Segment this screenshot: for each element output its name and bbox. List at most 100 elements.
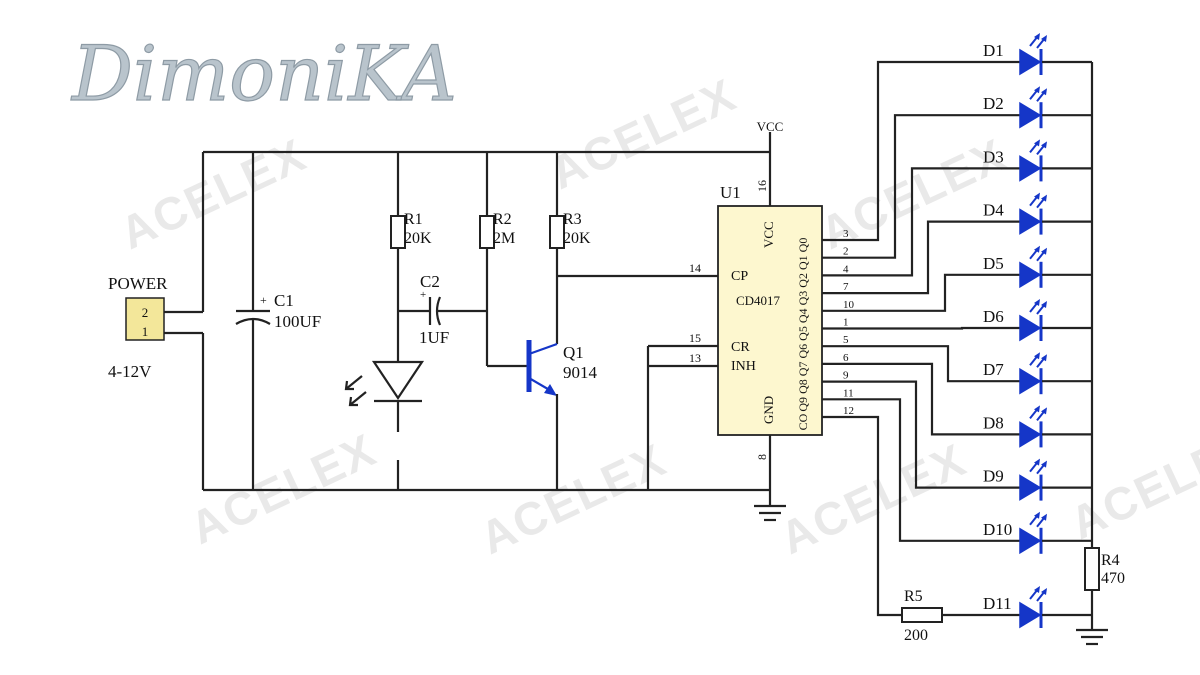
led-label: D7 [983, 360, 1004, 379]
led-emission-arrowhead [1034, 192, 1040, 200]
output-trace [822, 167, 1020, 277]
watermark-text: ACELEX [772, 433, 974, 564]
watermark-text: ACELEX [542, 68, 744, 199]
led-label: D5 [983, 254, 1004, 273]
u1-gnd-label: GND [761, 396, 776, 424]
led-emission-arrowhead [1034, 86, 1040, 94]
u1-name: U1 [720, 183, 741, 202]
output-trace [822, 345, 1020, 383]
u1-output-pin: 1 [843, 317, 849, 329]
led-label: D11 [983, 594, 1012, 613]
led-label: D1 [983, 41, 1004, 60]
r1-value: 20K [404, 230, 432, 247]
u1-vcc-label: VCC [761, 221, 776, 248]
led-symbol [1019, 474, 1042, 501]
led-emission-arrowhead [1041, 141, 1047, 149]
u1-output-label: Q4 [796, 308, 810, 323]
c2-name: C2 [420, 272, 440, 291]
led-emission-arrowhead [1041, 354, 1047, 362]
led-emission-arrowhead [1034, 299, 1040, 306]
c2-value: 1UF [419, 328, 449, 347]
u1-output-pin: 3 [843, 228, 849, 240]
led-label: D3 [983, 147, 1004, 166]
c1-value: 100UF [274, 312, 321, 331]
r3-name: R3 [563, 211, 582, 228]
resistor-r2: R2 2M [479, 152, 527, 368]
u1-output-pin: 12 [843, 405, 854, 417]
watermark-text: ACELEX [472, 433, 674, 564]
q1-value: 9014 [563, 363, 598, 382]
u1-output-label: Q0 [796, 238, 810, 253]
output-trace [822, 60, 1020, 242]
capacitor-c2: + C2 1UF [398, 272, 487, 347]
led-emission-arrowhead [1041, 588, 1047, 595]
u1-output-pin: 2 [843, 246, 849, 258]
u1-output-pin: 10 [843, 299, 855, 311]
u1-output-pin: 11 [843, 387, 854, 399]
led-symbol [1019, 48, 1042, 76]
led-emission-arrowhead [1041, 460, 1047, 468]
led-symbol [1019, 421, 1042, 448]
led-emission-arrowhead [1034, 458, 1040, 466]
chip-supply: VCC [754, 119, 786, 522]
output-trace [822, 114, 1020, 259]
led-emission-arrowhead [1041, 194, 1047, 202]
logo-signature: DimoniKA [70, 29, 457, 118]
photodiode [344, 338, 425, 490]
c2-polarity: + [420, 289, 426, 301]
u1-gnd-pin: 8 [755, 454, 769, 460]
power-connector: 2 1 POWER 4-12V [108, 274, 203, 381]
u1-output-pin: 4 [843, 263, 849, 275]
led-return-bus: R4 470 [1076, 62, 1125, 646]
power-label: POWER [108, 274, 168, 293]
q1-name: Q1 [563, 343, 584, 362]
u1-output-label: Q5 [796, 326, 810, 341]
power-pin-1: 1 [142, 324, 149, 339]
led-emission-arrowhead [1041, 88, 1047, 96]
u1-output-label: CO [796, 413, 810, 430]
r5-value: 200 [904, 627, 928, 644]
ic-u1-cd4017: U1 CD4017 CP CR INH 14 15 13 VCC GND 16 … [689, 180, 855, 460]
reset-wires [646, 344, 718, 490]
c1-name: C1 [274, 291, 294, 310]
r3-value: 20K [563, 230, 591, 247]
led-symbol [1019, 208, 1042, 235]
r5-name: R5 [904, 588, 923, 605]
output-trace [822, 398, 1020, 542]
led-symbol [1019, 527, 1042, 555]
led-emission-arrowhead [1034, 33, 1040, 40]
led-emission-arrowhead [1041, 301, 1047, 308]
u1-output-label: Q8 [796, 379, 810, 394]
output-trace [822, 326, 1020, 330]
u1-cr-label: CR [731, 340, 750, 355]
u1-output-pin: 9 [843, 370, 849, 382]
resistor-r5: R5 200 [901, 588, 943, 644]
u1-output-label: Q9 [796, 397, 810, 412]
r4-value: 470 [1101, 570, 1125, 587]
u1-cp-pin: 14 [689, 261, 701, 275]
u1-cp-label: CP [731, 269, 748, 284]
led-label: D6 [983, 307, 1004, 326]
transistor-q1: Q1 9014 [526, 340, 598, 490]
led-symbol [1019, 314, 1042, 342]
led-emission-arrowhead [1041, 407, 1047, 415]
resistor-r3: R3 20K [549, 152, 591, 344]
led-label: D2 [983, 94, 1004, 113]
led-emission-arrowhead [1034, 586, 1040, 593]
u1-vcc-pin: 16 [755, 180, 769, 192]
led-emission-arrowhead [1041, 247, 1047, 255]
r4-name: R4 [1101, 552, 1120, 569]
r1-name: R1 [404, 211, 423, 228]
r2-name: R2 [493, 211, 512, 228]
led-symbol [1019, 367, 1042, 395]
led-label: D10 [983, 520, 1012, 539]
led-emission-arrowhead [1034, 405, 1040, 413]
led-emission-arrowhead [1041, 35, 1047, 42]
resistor-r1: R1 20K [390, 152, 432, 338]
watermark-text: ACELEX [1062, 418, 1200, 549]
c1-polarity: + [260, 293, 267, 307]
led-symbol [1019, 155, 1042, 182]
